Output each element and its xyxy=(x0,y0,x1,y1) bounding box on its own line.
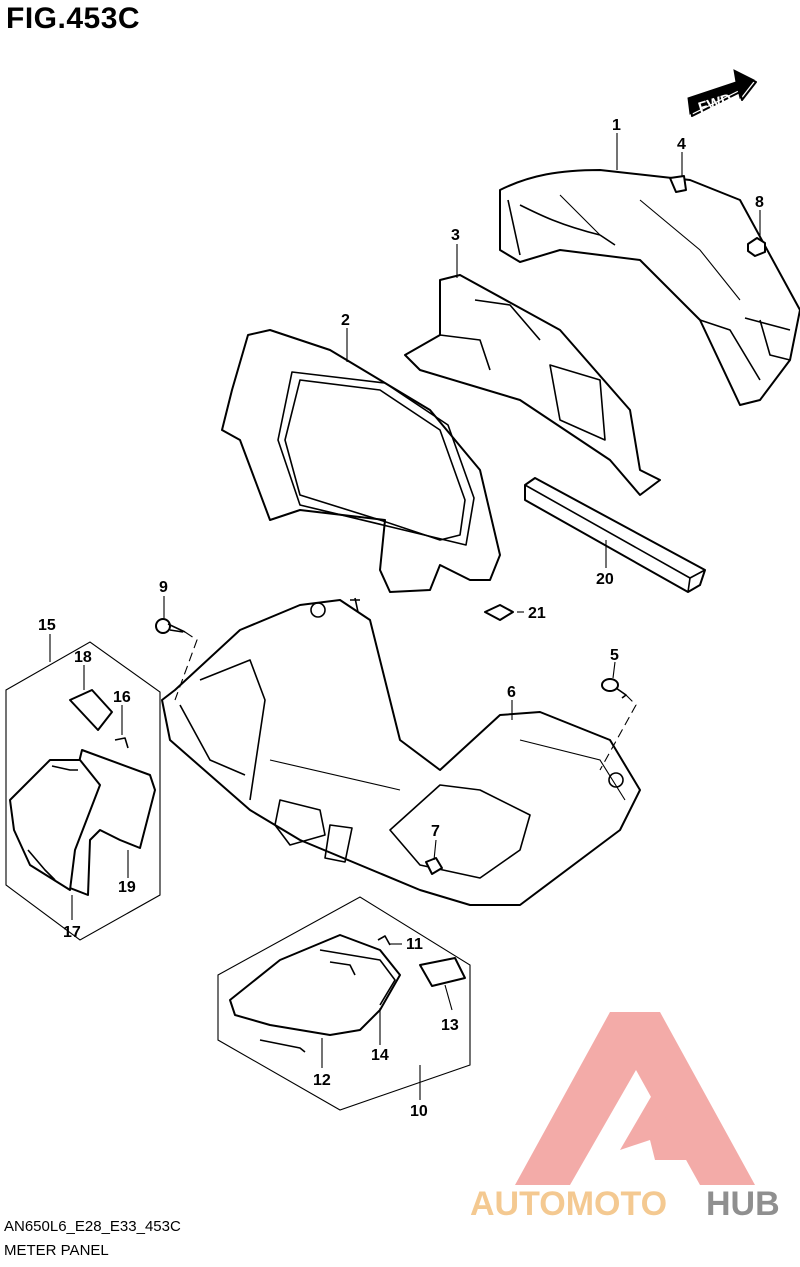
group-10-lower-assembly xyxy=(217,896,471,1111)
callout-4: 4 xyxy=(677,136,686,153)
callout-13: 13 xyxy=(441,1017,459,1034)
watermark-text-left: AUTOMOTO xyxy=(470,1185,667,1223)
watermark-logo: AUTOMOTO HUB xyxy=(470,1012,780,1223)
part-4-clip xyxy=(669,175,687,193)
callout-labels: 1 2 3 4 5 6 7 8 9 10 11 12 13 14 15 16 1… xyxy=(38,117,764,1120)
callout-5: 5 xyxy=(610,647,619,664)
callout-11: 11 xyxy=(406,936,423,953)
callout-2: 2 xyxy=(341,312,350,329)
callout-18: 18 xyxy=(74,649,92,666)
part-9-bolt xyxy=(155,618,186,634)
watermark-text-right: HUB xyxy=(706,1185,780,1223)
callout-17: 17 xyxy=(63,924,81,941)
callout-7: 7 xyxy=(431,823,440,840)
part-7-clip xyxy=(425,857,443,875)
part-1-upper-cover xyxy=(499,169,800,406)
callout-6: 6 xyxy=(507,684,516,701)
part-8-screw xyxy=(747,237,766,257)
leader-lines xyxy=(49,133,761,1100)
callout-19: 19 xyxy=(118,879,136,896)
part-21-tag xyxy=(484,604,514,621)
dashed-alignment-lines xyxy=(174,631,637,771)
callout-15: 15 xyxy=(38,617,56,634)
watermark-triangle xyxy=(515,1012,755,1185)
callout-1: 1 xyxy=(612,117,621,134)
figure-title: FIG.453C xyxy=(6,2,141,35)
group-15-left-assembly xyxy=(5,641,161,941)
callout-8: 8 xyxy=(755,194,764,211)
part-5-bolt xyxy=(601,678,627,699)
callout-3: 3 xyxy=(451,227,460,244)
footer-diagram-code: AN650L6_E28_E33_453C xyxy=(4,1218,181,1235)
part-2-frame xyxy=(221,329,501,593)
part-3-meter-case xyxy=(404,274,661,496)
part-20-strip xyxy=(524,477,706,593)
callout-12: 12 xyxy=(313,1072,331,1089)
fwd-direction-arrow: FWD xyxy=(687,69,757,117)
callout-9: 9 xyxy=(159,579,168,596)
callout-10: 10 xyxy=(410,1103,428,1120)
callout-14: 14 xyxy=(371,1047,389,1064)
callout-20: 20 xyxy=(596,571,614,588)
watermark-triangle-inner xyxy=(620,1095,690,1160)
callout-16: 16 xyxy=(113,689,131,706)
part-6-inner-panel xyxy=(161,597,641,906)
callout-21: 21 xyxy=(528,605,546,622)
footer-diagram-name: METER PANEL xyxy=(4,1242,109,1259)
